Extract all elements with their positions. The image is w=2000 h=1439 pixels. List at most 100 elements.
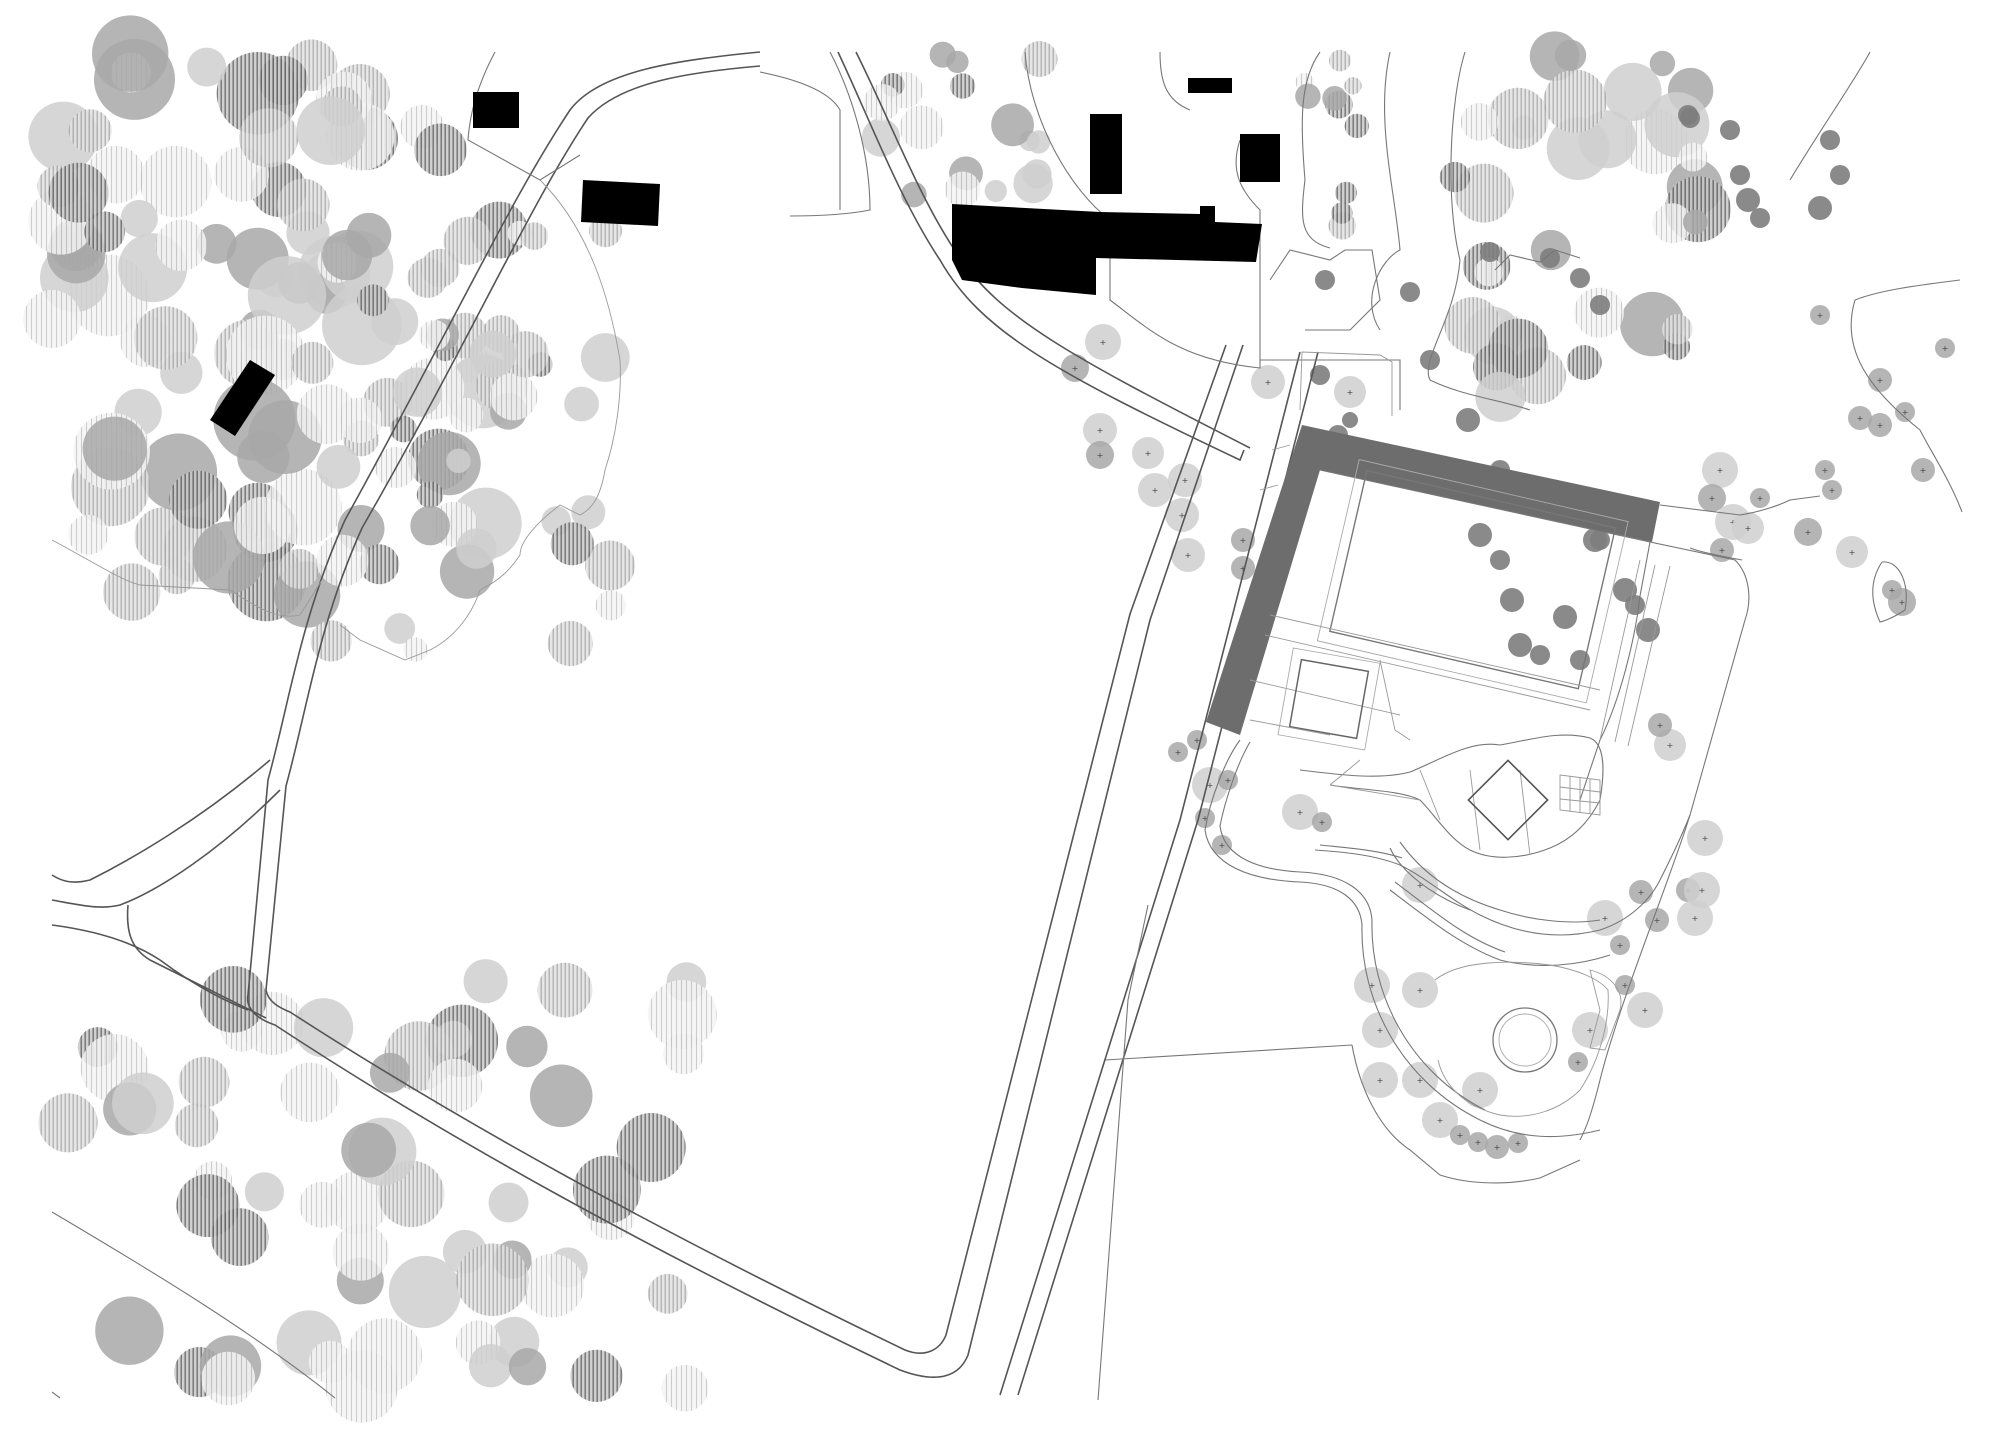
tree-trunk-marker: + [1475,1138,1482,1147]
tree-canopy [187,47,227,87]
tree-trunk-marker: + [1817,311,1824,320]
tree-canopy [1629,880,1653,904]
tree-trunk-marker: + [1657,721,1664,730]
tree-trunk-marker: + [1369,981,1376,990]
tree-canopy [1652,203,1693,244]
tree-canopy [1171,538,1205,572]
tree-trunk-marker: + [1617,941,1624,950]
tree-canopy [1500,588,1524,612]
tree-canopy [616,1113,686,1182]
tree-canopy [48,162,109,223]
tree-trunk-marker: + [1757,494,1764,503]
tree-trunk-marker: + [1902,408,1909,417]
tree-trunk-marker: + [1602,914,1609,923]
tree-trunk-marker: + [1097,451,1104,460]
tree-trunk-marker: + [1219,841,1226,850]
tree-canopy [1322,86,1347,111]
tree-canopy [1400,282,1420,302]
tree-trunk-marker: + [1417,986,1424,995]
tree-canopy [456,1243,529,1317]
tree-canopy [103,563,161,621]
tree-canopy [1568,1052,1588,1072]
tree-canopy [1342,412,1358,428]
tree-canopy [1895,402,1915,422]
tree-canopy [23,290,82,348]
tree-canopy [139,145,212,218]
tree-trunk-marker: + [1100,338,1107,347]
tree-canopy [369,1052,410,1093]
tree-canopy [1402,1062,1438,1098]
tree-canopy [384,613,416,644]
tree-trunk-marker: + [1097,426,1104,435]
tree-canopy [661,1364,709,1412]
tree-canopy [1702,452,1738,488]
tree-canopy [1654,729,1686,761]
tree-canopy [456,528,497,569]
tree-trunk-marker: + [1622,981,1629,990]
tree-canopy [1490,550,1510,570]
tree-canopy [1344,113,1370,139]
tree-canopy [1935,338,1955,358]
existing-building [1188,78,1232,93]
tree-canopy [570,1349,623,1402]
tree-canopy [1808,196,1832,220]
tree-trunk-marker: + [1642,1006,1649,1015]
tree-trunk-marker: + [1437,1116,1444,1125]
tree-canopy [647,1273,688,1314]
tree-canopy [1680,108,1700,128]
tree-canopy [196,223,237,264]
tree-trunk-marker: + [1347,388,1354,397]
tree-canopy [1468,1132,1488,1152]
tree-canopy [280,1062,340,1123]
tree-canopy [448,397,484,433]
tree-canopy [1231,556,1255,580]
tree-trunk-marker: + [1699,886,1706,895]
tree-canopy [508,1348,547,1386]
tree-canopy [1587,900,1623,936]
tree-canopy [199,966,267,1033]
tree-canopy [1282,794,1318,830]
tree-canopy [410,505,450,546]
tree-canopy [1212,835,1232,855]
tree-canopy [1312,812,1332,832]
tree-canopy [1354,967,1390,1003]
tree-trunk-marker: + [1179,511,1186,520]
tree-trunk-marker: + [1857,414,1864,423]
tree-canopy [341,1122,397,1178]
tree-canopy [357,284,389,317]
tree-trunk-marker: + [1194,736,1201,745]
tree-canopy [863,84,901,121]
tree-canopy [1508,1133,1528,1153]
tree-canopy [1554,39,1587,72]
pool [1328,469,1617,690]
tree-canopy [1480,242,1500,262]
tree-trunk-marker: + [1942,344,1949,353]
tree-canopy [1750,488,1770,508]
tree-canopy [529,1064,593,1128]
tree-canopy [247,256,327,335]
tree-canopy [1468,523,1492,547]
tree-canopy [861,118,901,157]
tree-canopy [419,319,450,351]
tree-canopy [1138,473,1172,507]
tree-trunk-marker: + [1297,808,1304,817]
tree-canopy [1698,484,1726,512]
tree-trunk-marker: + [1709,494,1716,503]
tree-canopy [92,15,169,92]
tree-trunk-marker: + [1417,1076,1424,1085]
tree-canopy [1750,208,1770,228]
tree-canopy [899,105,944,150]
tree-trunk-marker: + [1889,586,1896,595]
tree-canopy [489,372,538,421]
tree-canopy [1836,536,1868,568]
tree-canopy [428,1058,483,1113]
tree-trunk-marker: + [1877,376,1884,385]
tree-canopy [1662,314,1693,345]
tree-canopy [1888,588,1916,616]
tree-canopy [647,979,717,1049]
tree-canopy [1615,975,1635,995]
tree-canopy [68,514,109,555]
tree-canopy [1251,365,1285,399]
tree-canopy [346,212,392,258]
tree-canopy [1732,512,1764,544]
